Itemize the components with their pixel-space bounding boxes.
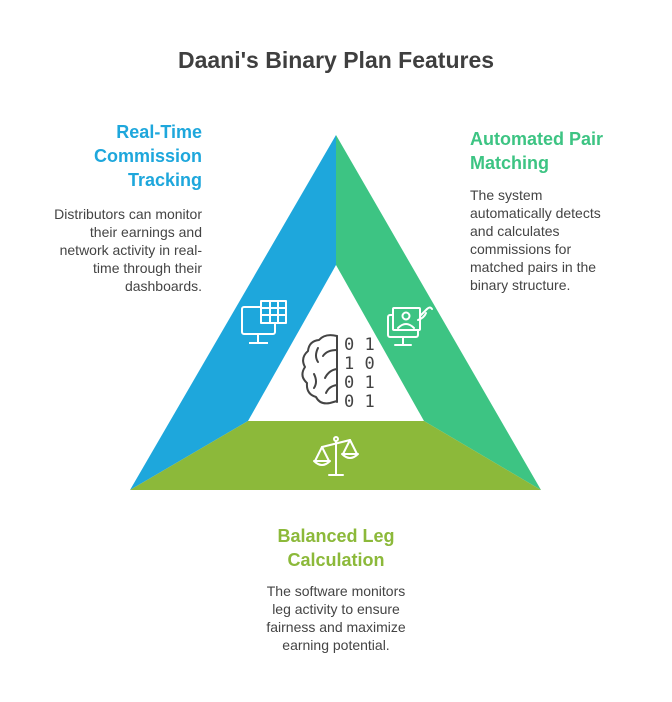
binary-row: 1 0 <box>344 354 375 374</box>
binary-row: 0 1 <box>344 373 375 393</box>
right-feature-heading: Automated Pair Matching <box>470 129 604 173</box>
left-feature-description: Distributors can monitor their earnings … <box>54 206 202 294</box>
right-feature-description: The system automatically detects and cal… <box>470 187 601 293</box>
bottom-feature-description: The software monitors leg activity to en… <box>266 583 406 653</box>
diagram-title: Daani's Binary Plan Features <box>177 47 495 73</box>
binary-row: 0 1 <box>344 335 375 355</box>
balance-scale-icon <box>313 436 359 476</box>
right-segment <box>336 135 541 490</box>
brain-outline <box>301 334 338 405</box>
binary-row: 0 1 <box>344 392 375 412</box>
monitor-user-icon <box>387 306 433 346</box>
left-feature-heading: Real-Time Commission Tracking <box>93 122 202 190</box>
brain-binary-icon: 0 1 1 0 0 1 0 1 <box>301 334 375 412</box>
bottom-feature-heading: Balanced Leg Calculation <box>277 526 395 570</box>
left-segment <box>130 135 336 490</box>
monitor-spreadsheet-icon <box>241 300 287 344</box>
